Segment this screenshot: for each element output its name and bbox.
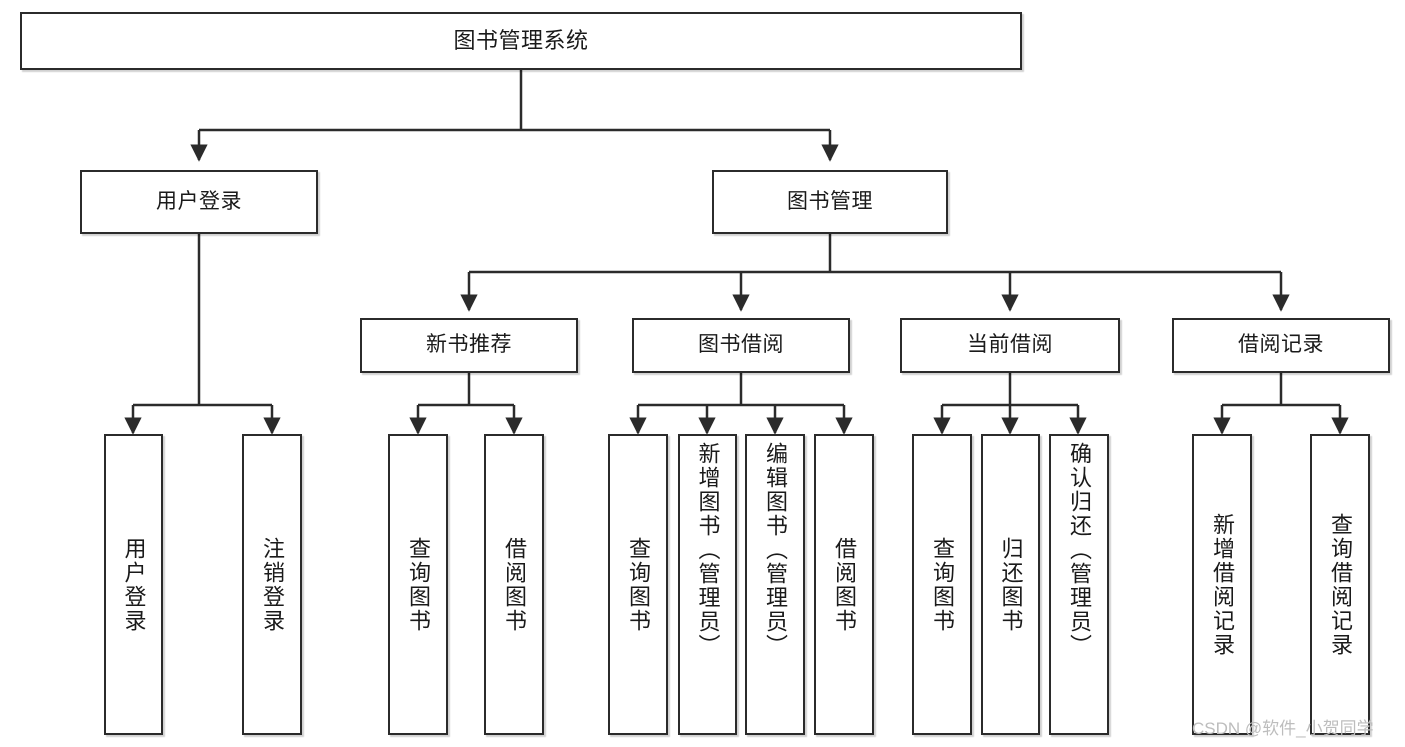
node-leaf-query-record[interactable]: 查询借阅记录 bbox=[1310, 434, 1370, 735]
node-label: 查询图书 bbox=[930, 536, 955, 633]
node-label: 用户登录 bbox=[156, 189, 242, 213]
node-leaf-edit-book[interactable]: 编辑图书（管理员） bbox=[745, 434, 805, 735]
node-label: 查询图书 bbox=[406, 536, 431, 633]
node-label: 编辑图书（管理员） bbox=[763, 442, 788, 658]
node-leaf-borrow-book-2[interactable]: 借阅图书 bbox=[814, 434, 874, 735]
node-leaf-user-logout[interactable]: 注销登录 bbox=[242, 434, 302, 735]
node-label: 新增借阅记录 bbox=[1210, 512, 1235, 657]
node-leaf-query-book-2[interactable]: 查询图书 bbox=[608, 434, 668, 735]
node-label: 确认归还（管理员） bbox=[1067, 442, 1092, 658]
node-label: 查询图书 bbox=[626, 536, 651, 633]
node-label: 图书管理系统 bbox=[453, 28, 589, 54]
node-label: 用户登录 bbox=[121, 536, 147, 633]
node-leaf-add-record[interactable]: 新增借阅记录 bbox=[1192, 434, 1252, 735]
node-leaf-return-book[interactable]: 归还图书 bbox=[981, 434, 1040, 735]
node-book-borrow[interactable]: 图书借阅 bbox=[632, 318, 850, 373]
node-leaf-add-book[interactable]: 新增图书（管理员） bbox=[678, 434, 737, 735]
node-root-book-management-system[interactable]: 图书管理系统 bbox=[20, 12, 1022, 70]
node-current-borrow[interactable]: 当前借阅 bbox=[900, 318, 1120, 373]
node-label: 查询借阅记录 bbox=[1328, 512, 1353, 657]
node-label: 借阅记录 bbox=[1238, 333, 1324, 357]
node-leaf-borrow-book-1[interactable]: 借阅图书 bbox=[484, 434, 544, 735]
node-leaf-user-login[interactable]: 用户登录 bbox=[104, 434, 163, 735]
node-leaf-confirm-return[interactable]: 确认归还（管理员） bbox=[1049, 434, 1109, 735]
csdn-watermark: CSDN @软件_小贺同学 bbox=[1192, 719, 1374, 738]
node-user-login[interactable]: 用户登录 bbox=[80, 170, 318, 234]
node-borrow-record[interactable]: 借阅记录 bbox=[1172, 318, 1390, 373]
node-book-management[interactable]: 图书管理 bbox=[712, 170, 948, 234]
node-label: 借阅图书 bbox=[502, 536, 527, 633]
node-label: 新书推荐 bbox=[426, 333, 512, 357]
node-label: 图书借阅 bbox=[698, 333, 784, 357]
node-label: 归还图书 bbox=[998, 536, 1024, 633]
node-label: 图书管理 bbox=[787, 189, 873, 213]
node-leaf-query-book-1[interactable]: 查询图书 bbox=[388, 434, 448, 735]
node-label: 当前借阅 bbox=[967, 333, 1053, 357]
node-leaf-query-book-3[interactable]: 查询图书 bbox=[912, 434, 972, 735]
node-label: 注销登录 bbox=[260, 536, 285, 633]
node-label: 新增图书（管理员） bbox=[695, 442, 721, 658]
node-new-book-recommend[interactable]: 新书推荐 bbox=[360, 318, 578, 373]
node-label: 借阅图书 bbox=[832, 536, 857, 633]
